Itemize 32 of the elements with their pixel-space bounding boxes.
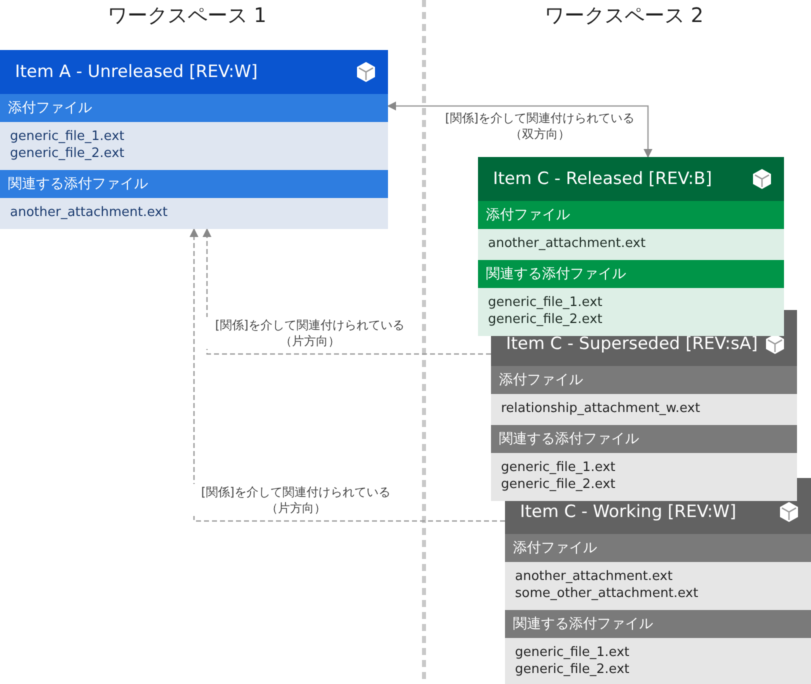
file-name: relationship_attachment_w.ext — [501, 400, 702, 417]
file-name: generic_file_2.ext — [10, 145, 126, 162]
section-header: 関連する添付ファイル — [478, 260, 784, 288]
connector-arrow — [190, 228, 505, 522]
file-name: generic_file_2.ext — [515, 661, 630, 678]
connector-arrow — [202, 228, 491, 355]
section-header: 添付ファイル — [0, 94, 388, 122]
section-header: 添付ファイル — [505, 534, 811, 562]
item-title: Item C - Released [REV:B] — [493, 169, 712, 189]
file-name: some_other_attachment.ext — [515, 585, 700, 602]
section-header: 関連する添付ファイル — [0, 170, 388, 198]
file-name: generic_file_1.ext — [10, 128, 126, 145]
workspace-heading: ワークスペース 2 — [543, 2, 705, 29]
item-card — [0, 50, 388, 229]
section-header: 関連する添付ファイル — [505, 610, 811, 638]
file-name: generic_file_2.ext — [488, 311, 604, 328]
file-name: generic_file_2.ext — [501, 476, 616, 493]
file-name: another_attachment.ext — [515, 568, 674, 585]
file-name: another_attachment.ext — [488, 235, 647, 252]
item-title: Item C - Working [REV:W] — [520, 502, 736, 522]
file-name: generic_file_1.ext — [515, 644, 630, 661]
item-title: Item A - Unreleased [REV:W] — [15, 62, 258, 82]
connector-arrow — [387, 102, 652, 158]
item-card — [478, 157, 784, 336]
section-header: 添付ファイル — [478, 201, 784, 229]
item-title: Item C - Superseded [REV:sA] — [506, 334, 758, 354]
file-name: generic_file_1.ext — [488, 294, 604, 311]
section-header: 添付ファイル — [491, 366, 797, 394]
section-header: 関連する添付ファイル — [491, 425, 797, 453]
file-name: generic_file_1.ext — [501, 459, 616, 476]
workspace-heading: ワークスペース 1 — [106, 2, 268, 29]
file-name: another_attachment.ext — [10, 204, 169, 221]
